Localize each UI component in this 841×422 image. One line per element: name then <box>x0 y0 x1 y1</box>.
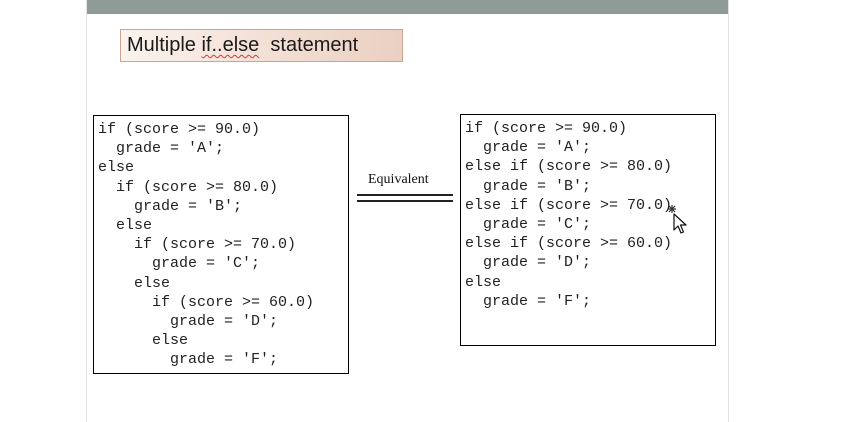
code-line: if (score >= 70.0) <box>98 236 297 254</box>
code-line: if (score >= 90.0) <box>465 120 628 137</box>
code-line: grade = 'C'; <box>465 215 592 233</box>
code-line: else <box>465 273 502 291</box>
title-prefix: Multiple <box>127 34 202 56</box>
code-line: grade = 'F'; <box>465 292 592 310</box>
code-line: grade = 'D'; <box>465 254 592 272</box>
slide-title: Multiple if..else statement <box>120 29 403 62</box>
title-keyword: if..else <box>201 34 260 56</box>
code-line: else if (score >= 80.0) <box>465 158 673 176</box>
code-line: grade = 'B'; <box>465 177 592 195</box>
code-line: grade = 'B'; <box>98 197 243 215</box>
slide-top-bar <box>87 0 728 14</box>
title-suffix: statement <box>259 34 359 56</box>
slide: Multiple if..else statement if (score >=… <box>86 0 729 422</box>
equivalent-label: Equivalent <box>368 172 429 187</box>
else-if-chain-code-box: if (score >= 90.0) grade = 'A'; else if … <box>460 114 716 346</box>
code-line: grade = 'D'; <box>98 312 279 330</box>
equivalence-line-bottom <box>357 200 453 202</box>
code-line: grade = 'A'; <box>98 140 225 158</box>
nested-if-else-code-box: if (score >= 90.0) grade = 'A'; else if … <box>93 115 349 374</box>
code-line: else if (score >= 70.0) <box>465 196 673 214</box>
code-line: grade = 'F'; <box>98 351 279 369</box>
code-line: if (score >= 90.0) <box>98 121 261 138</box>
code-line: grade = 'C'; <box>98 255 261 273</box>
code-line: if (score >= 80.0) <box>98 178 279 196</box>
code-line: else <box>98 274 171 292</box>
mouse-pointer-icon <box>668 205 687 234</box>
code-line: else <box>98 332 189 350</box>
code-line: if (score >= 60.0) <box>98 293 315 311</box>
code-line: else <box>98 159 135 177</box>
code-line: grade = 'A'; <box>465 139 592 157</box>
code-line: else if (score >= 60.0) <box>465 235 673 253</box>
code-line: else <box>98 216 153 234</box>
equivalence-line-top <box>357 194 453 196</box>
